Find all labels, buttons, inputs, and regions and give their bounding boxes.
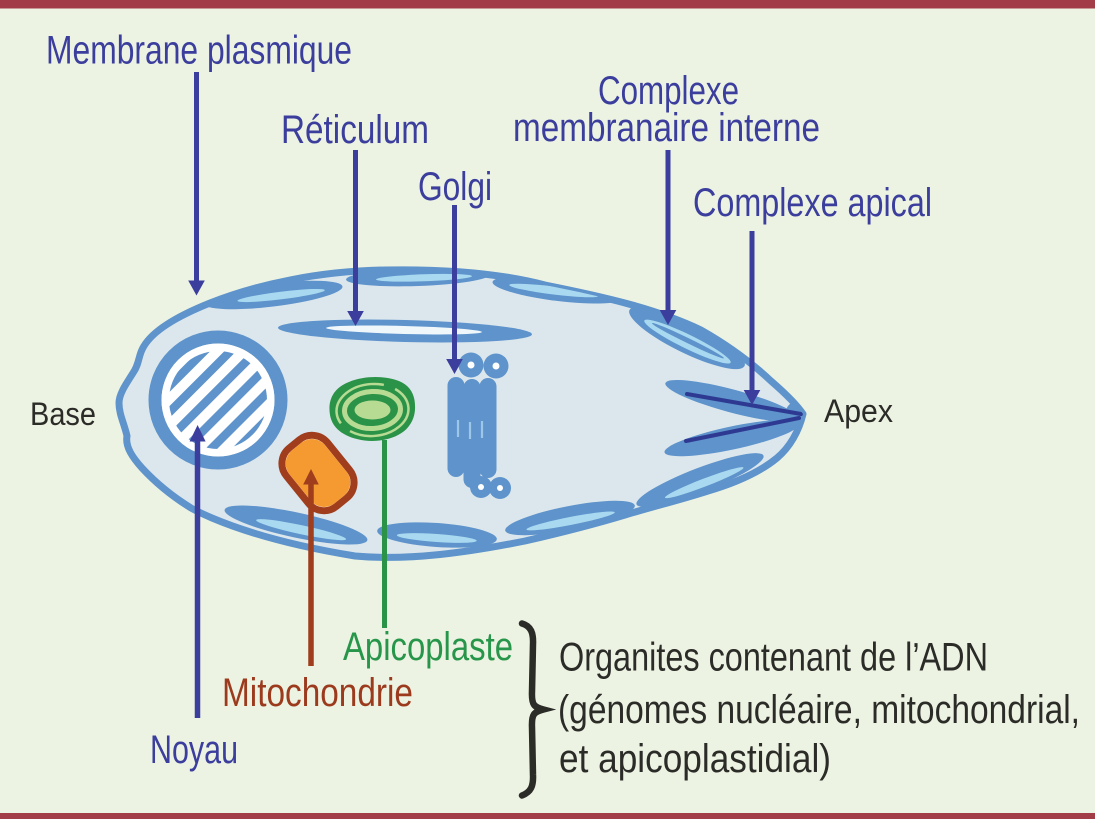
svg-text:Membrane plasmique: Membrane plasmique xyxy=(46,29,352,73)
svg-text:Apicoplaste: Apicoplaste xyxy=(343,625,513,669)
svg-text:Base: Base xyxy=(30,396,96,432)
svg-text:membranaire interne: membranaire interne xyxy=(513,106,820,150)
svg-text:(génomes nucléaire, mitochondr: (génomes nucléaire, mitochondrial, xyxy=(558,688,1080,732)
svg-text:Complexe apical: Complexe apical xyxy=(693,181,932,225)
svg-text:Mitochondrie: Mitochondrie xyxy=(222,671,413,715)
svg-text:et apicoplastidial): et apicoplastidial) xyxy=(559,737,831,781)
svg-text:Organites contenant de l’ADN: Organites contenant de l’ADN xyxy=(559,636,988,680)
svg-text:Réticulum: Réticulum xyxy=(281,108,429,152)
svg-text:Golgi: Golgi xyxy=(418,165,492,209)
svg-text:Apex: Apex xyxy=(824,393,893,429)
svg-text:Noyau: Noyau xyxy=(150,728,238,772)
svg-text:Complexe: Complexe xyxy=(598,69,739,113)
